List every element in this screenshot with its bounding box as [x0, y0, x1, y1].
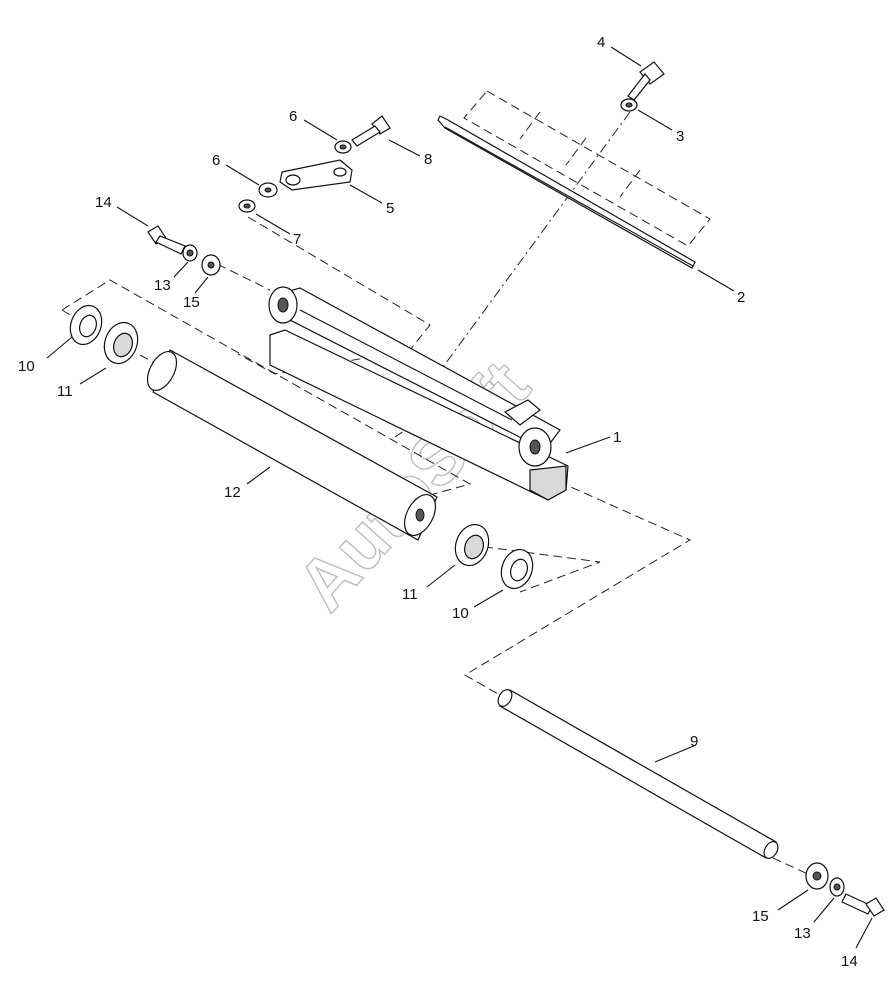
part-5-link	[279, 159, 353, 191]
callout-13-lower: 13	[794, 925, 811, 942]
part-14-bolt-upper	[147, 225, 186, 255]
callout-6-lower: 6	[212, 152, 220, 169]
part-11-bearing-left	[103, 321, 139, 365]
part-13-washer-upper	[182, 244, 198, 262]
part-14-bolt-lower	[841, 893, 885, 917]
part-15-washer-upper	[201, 254, 221, 276]
callout-3: 3	[676, 128, 684, 145]
part-11-bearing-right	[454, 523, 490, 567]
callout-1: 1	[613, 429, 621, 446]
part-8-bolt	[351, 115, 391, 147]
callout-10-right: 10	[452, 605, 469, 622]
callout-15-lower: 15	[752, 908, 769, 925]
part-6-washer-upper	[334, 140, 352, 154]
part-13-washer-lower	[829, 877, 845, 897]
callout-15-upper: 15	[183, 294, 200, 311]
callout-labels: 4 3 2 6 8 6 5 7 14 13 15 10 11 12 1 11 1…	[18, 34, 858, 970]
callout-14-lower: 14	[841, 953, 858, 970]
part-15-washer-lower	[805, 862, 829, 890]
callout-2: 2	[737, 289, 745, 306]
part-7-nut	[238, 199, 256, 213]
part-3-washer	[620, 98, 638, 112]
callout-11-left: 11	[57, 383, 73, 400]
callout-7: 7	[293, 231, 301, 248]
part-10-seal-left	[69, 304, 103, 346]
callout-10-left: 10	[18, 358, 35, 375]
callout-12: 12	[224, 484, 241, 501]
part-4-bolt	[627, 61, 665, 101]
callout-8: 8	[424, 151, 432, 168]
leader-lines	[46, 46, 873, 949]
part-1-frame	[268, 286, 569, 501]
part-12-roller	[146, 349, 438, 541]
callout-14-upper: 14	[95, 194, 112, 211]
part-10-seal-right	[500, 548, 534, 590]
callout-6-upper: 6	[289, 108, 297, 125]
part-6-washer-lower	[258, 182, 278, 198]
part-2-strip	[437, 115, 696, 269]
part-9-shaft	[497, 689, 779, 859]
callout-5: 5	[386, 200, 394, 217]
callout-13-upper: 13	[154, 277, 171, 294]
callout-4: 4	[597, 34, 605, 51]
callout-11-right: 11	[402, 586, 418, 603]
callout-9: 9	[690, 733, 698, 750]
